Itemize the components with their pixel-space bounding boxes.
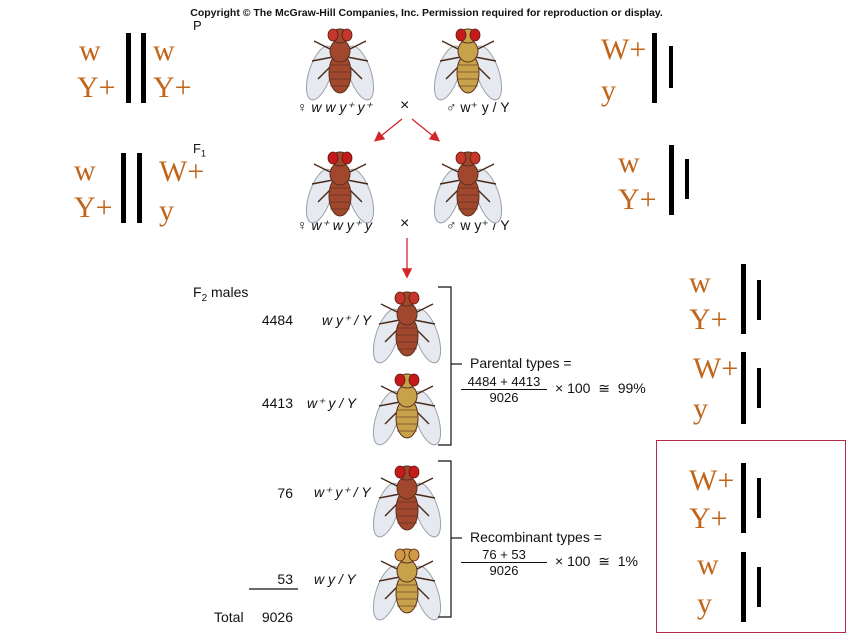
count-row-3: 76 [277, 485, 293, 501]
f1-generation-label: F1 [193, 141, 206, 159]
total-label: Total [214, 609, 244, 625]
f1-female-chrom-left-bottom: Y+ [74, 191, 113, 224]
genotype-row-3: w⁺ y⁺ / Y [314, 484, 371, 500]
p-generation-label: P [193, 18, 202, 33]
p-female-fly [300, 28, 380, 104]
p-male-fly [428, 28, 508, 104]
parental-label: Parental types = [470, 355, 572, 371]
y-chromosome-bar [757, 368, 761, 408]
genotype-row-2: w⁺ y / Y [307, 395, 357, 411]
f1-male-fly [428, 151, 508, 227]
parental-2-chrom-bottom: y [693, 392, 708, 425]
copyright-notice: Copyright © The McGraw-Hill Companies, I… [190, 7, 663, 19]
y-chromosome-bar [669, 46, 673, 88]
chromosome-bar [141, 33, 146, 103]
p-female-chrom-right-top: w [153, 34, 175, 67]
f1-arrow-right [411, 118, 441, 142]
f1-male-chrom-top: w [618, 146, 640, 179]
f2-fly-4 [367, 548, 447, 624]
f2-fly-3 [367, 465, 447, 541]
f1-female-chrom-right-top: W+ [159, 155, 205, 188]
recomb-2-chrom-bottom: y [697, 587, 712, 620]
y-chromosome-bar [685, 159, 689, 199]
f2-fly-2 [367, 373, 447, 449]
genotype-row-1: w y⁺ / Y [322, 312, 372, 328]
count-row-1: 4484 [261, 312, 293, 328]
f2-fly-1 [367, 291, 447, 367]
p-male-chrom-top: W+ [601, 33, 647, 66]
parental-1-chrom-bottom: Y+ [689, 303, 728, 336]
chromosome-bar [741, 264, 746, 334]
chromosome-bar [137, 153, 142, 223]
f1-male-chrom-bottom: Y+ [618, 183, 657, 216]
parental-result: × 100 ≅ 99% [555, 380, 646, 396]
f1-female-chrom-left-top: w [74, 154, 96, 187]
recombinant-result: × 100 ≅ 1% [555, 553, 638, 569]
total-value: 9026 [261, 609, 293, 625]
p-female-chrom-left-top: w [79, 34, 101, 67]
parental-denominator: 9026 [489, 390, 519, 405]
p-female-chrom-left-bottom: Y+ [77, 71, 116, 104]
recomb-1-chrom-bottom: Y+ [689, 502, 728, 535]
parental-numerator: 4484 + 4413 [461, 374, 547, 390]
recombinant-label: Recombinant types = [470, 529, 602, 545]
chromosome-bar [741, 463, 746, 533]
f1-cross-symbol: × [400, 215, 410, 232]
recomb-2-chrom-top: w [697, 548, 719, 581]
recombinant-highlight-box [656, 440, 846, 633]
p-female-chrom-right-bottom: Y+ [153, 71, 192, 104]
parental-fraction: 4484 + 4413 9026 [461, 374, 547, 405]
chromosome-bar [652, 33, 657, 103]
chromosome-bar [741, 552, 746, 622]
recombinant-numerator: 76 + 53 [461, 547, 547, 563]
recombinant-fraction: 76 + 53 9026 [461, 547, 547, 578]
count-row-2: 4413 [261, 395, 293, 411]
chromosome-bar [126, 33, 131, 103]
f1-female-fly [300, 151, 380, 227]
y-chromosome-bar [757, 280, 761, 320]
f1-arrow-left [373, 118, 403, 142]
parental-1-chrom-top: w [689, 266, 711, 299]
count-row-4: 53 [277, 571, 293, 587]
parental-2-chrom-top: W+ [693, 352, 739, 385]
parental-bracket [438, 286, 452, 446]
recombinant-bracket [438, 460, 452, 618]
f1-female-chrom-right-bottom: y [159, 194, 174, 227]
p-male-chrom-bottom: y [601, 74, 616, 107]
p-male-genotype: ♂ w⁺ y / Y [446, 99, 510, 115]
recomb-1-chrom-top: W+ [689, 464, 735, 497]
p-cross-symbol: × [400, 97, 410, 114]
chromosome-bar [669, 145, 674, 215]
recombinant-denominator: 9026 [489, 563, 519, 578]
y-chromosome-bar [757, 478, 761, 518]
genotype-row-4: w y / Y [314, 571, 356, 587]
f2-males-label: F2 males [193, 284, 249, 304]
chromosome-bar [741, 352, 746, 424]
p-female-genotype: ♀ w w y⁺ y⁺ [297, 99, 373, 115]
y-chromosome-bar [757, 567, 761, 607]
chromosome-bar [121, 153, 126, 223]
